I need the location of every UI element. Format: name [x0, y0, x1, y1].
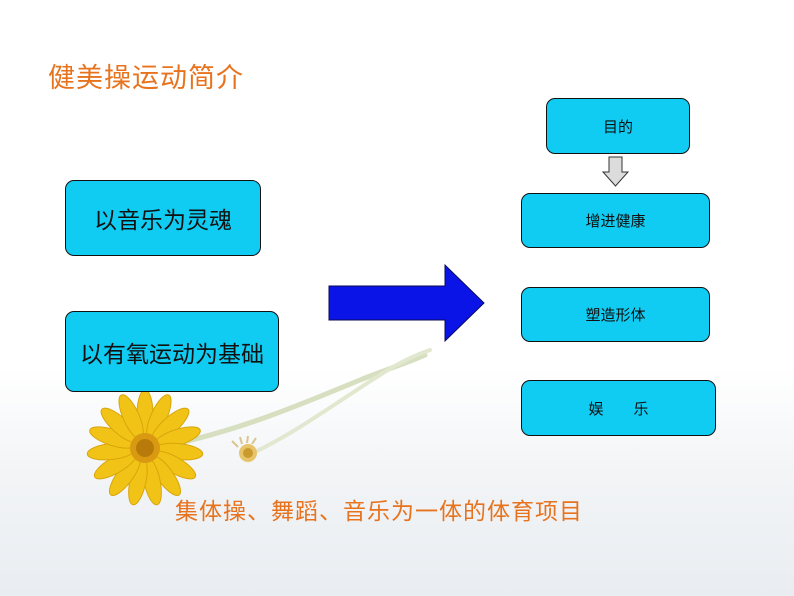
- slide-title: 健美操运动简介: [48, 63, 244, 94]
- body-shaping-box: 塑造形体: [521, 287, 710, 342]
- summary-text: 集体操、舞蹈、音乐为一体的体育项目: [175, 499, 583, 525]
- entertainment-box: 娱 乐: [521, 380, 716, 436]
- health-box: 增进健康: [521, 193, 710, 248]
- purpose-box: 目的: [546, 98, 690, 154]
- soul-music-label: 以音乐为灵魂: [94, 208, 232, 234]
- purpose-label: 目的: [602, 117, 633, 136]
- aerobic-basis-box: 以有氧运动为基础: [65, 311, 279, 392]
- soul-music-box: 以音乐为灵魂: [65, 180, 261, 256]
- flower-bud: [231, 435, 257, 462]
- aerobic-basis-label: 以有氧运动为基础: [80, 341, 264, 368]
- down-arrow-icon: [601, 156, 630, 187]
- body-shaping-label: 塑造形体: [585, 306, 646, 324]
- right-arrow-icon: [328, 263, 485, 343]
- entertainment-label: 娱 乐: [588, 399, 649, 418]
- health-label: 增进健康: [585, 212, 646, 230]
- yellow-flower: [86, 389, 204, 506]
